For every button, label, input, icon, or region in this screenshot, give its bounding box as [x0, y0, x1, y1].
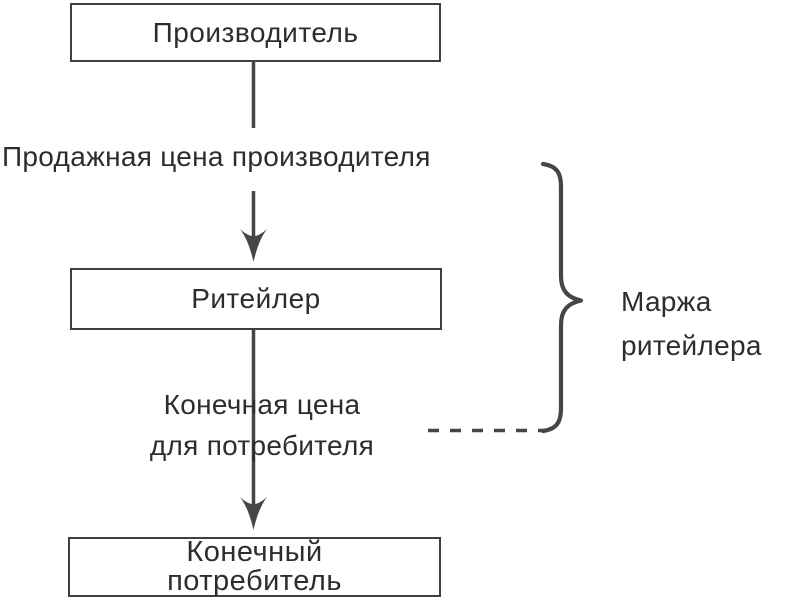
margin-brace-icon	[540, 161, 584, 434]
retailer-margin-label: Маржа ритейлера	[621, 286, 762, 361]
arrowhead-to-retailer-icon	[240, 229, 267, 262]
final-price-label: Конечная цена для потребителя	[149, 389, 375, 461]
arrowhead-to-consumer-icon	[240, 497, 267, 530]
producer-price-label: Продажная цена производителя	[2, 141, 431, 172]
consumer-box: Конечный потребитель	[68, 537, 441, 597]
producer-box: Производитель	[70, 3, 441, 62]
retailer-box: Ритейлер	[70, 268, 442, 330]
producer-label: Производитель	[152, 16, 359, 48]
retailer-label: Ритейлер	[191, 283, 321, 314]
